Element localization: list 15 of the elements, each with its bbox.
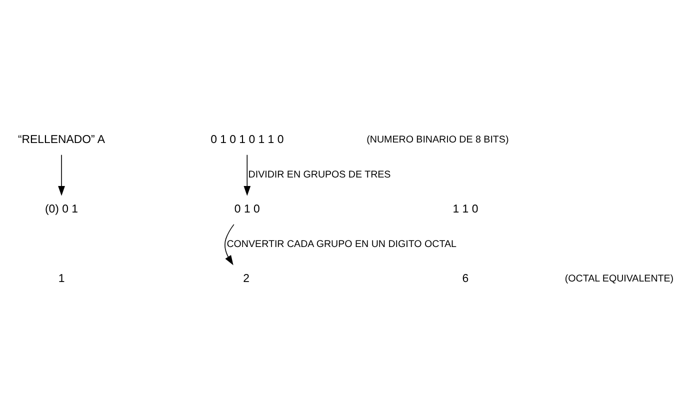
edge-label: DIVIDIR EN GRUPOS DE TRES xyxy=(248,169,391,180)
arrow xyxy=(58,154,65,196)
node-text: “RELLENADO” A xyxy=(18,134,106,146)
arrow xyxy=(244,154,251,196)
label: (OCTAL EQUIVALENTE) xyxy=(564,274,674,285)
node-text: (0) 0 1 xyxy=(44,204,78,216)
edge-label: CONVERTIR CADA GRUPO EN UN DIGITO OCTAL xyxy=(226,238,456,250)
node-text: 1 xyxy=(58,273,65,286)
node-text: 1 1 0 xyxy=(452,204,478,216)
node-text: 0 1 0 xyxy=(234,204,260,216)
node-text: 2 xyxy=(243,273,250,286)
node-text: 6 xyxy=(462,273,469,286)
label: (NUMERO BINARIO DE 8 BITS) xyxy=(366,134,509,146)
arrow xyxy=(224,224,234,266)
node-text: 0 1 0 1 0 1 1 0 xyxy=(210,134,284,146)
